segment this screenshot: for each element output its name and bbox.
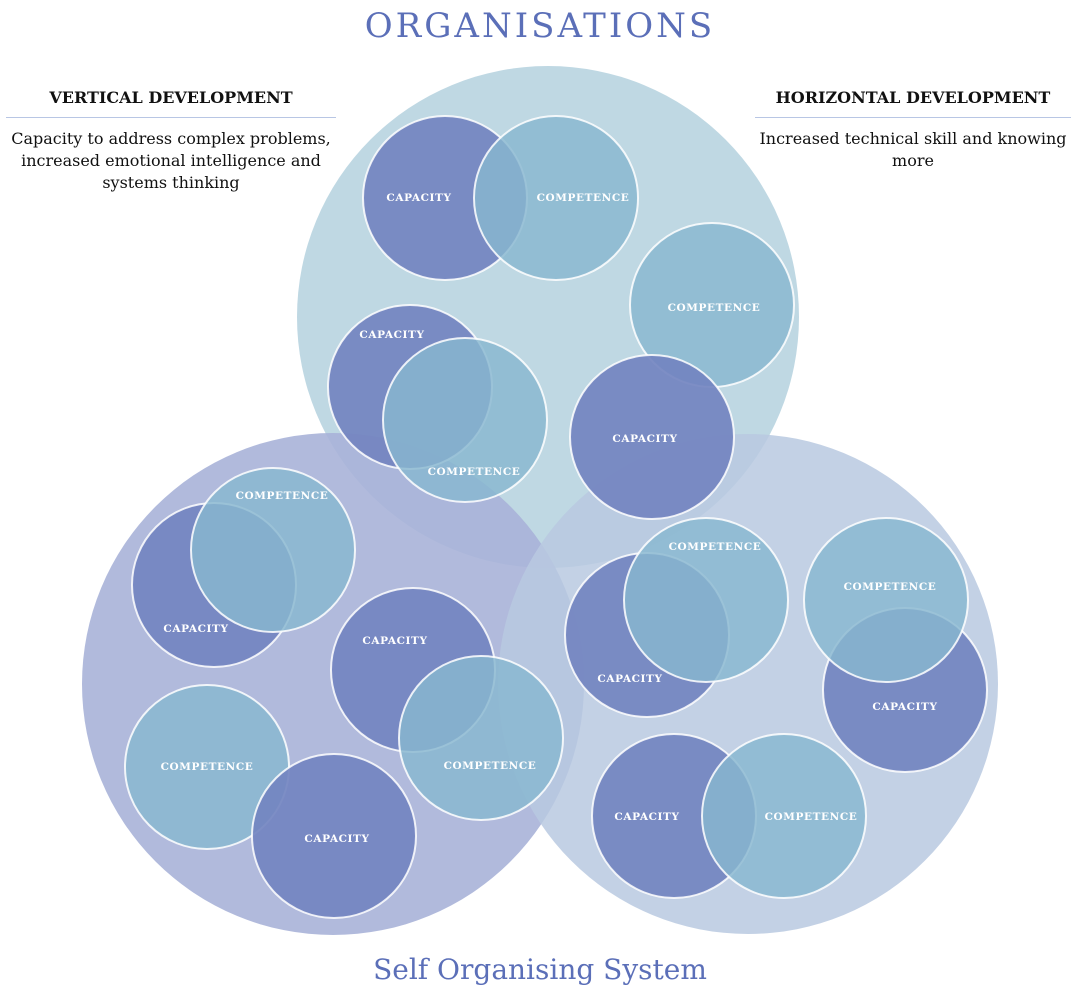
horizontal-development-text: Increased technical skill and knowing mo… [759,129,1067,170]
horizontal-development-heading: HORIZONTAL DEVELOPMENT [755,88,1071,118]
capacity-circle [251,753,417,919]
competence-circle [190,467,356,633]
competence-label: COMPETENCE [161,761,254,773]
capacity-label: CAPACITY [614,811,679,823]
capacity-label: CAPACITY [597,673,662,685]
capacity-label: CAPACITY [612,433,677,445]
competence-label: COMPETENCE [668,302,761,314]
competence-label: COMPETENCE [669,541,762,553]
competence-circle [382,337,548,503]
capacity-label: CAPACITY [386,192,451,204]
vertical-development-panel: VERTICAL DEVELOPMENT Capacity to address… [6,88,336,194]
horizontal-development-panel: HORIZONTAL DEVELOPMENT Increased technic… [755,88,1071,172]
competence-label: COMPETENCE [236,490,329,502]
competence-label: COMPETENCE [844,581,937,593]
competence-label: COMPETENCE [537,192,630,204]
capacity-label: CAPACITY [359,329,424,341]
vertical-development-text: Capacity to address complex problems, in… [11,129,331,192]
competence-label: COMPETENCE [428,466,521,478]
competence-circle [701,733,867,899]
vertical-development-heading: VERTICAL DEVELOPMENT [6,88,336,118]
title-organisations: ORGANISATIONS [364,6,716,46]
capacity-label: CAPACITY [163,623,228,635]
competence-circle [803,517,969,683]
competence-circle [473,115,639,281]
capacity-label: CAPACITY [304,833,369,845]
competence-label: COMPETENCE [444,760,537,772]
competence-label: COMPETENCE [765,811,858,823]
title-self-organising-system: Self Organising System [373,953,707,986]
competence-circle [398,655,564,821]
capacity-circle [569,354,735,520]
capacity-label: CAPACITY [872,701,937,713]
competence-circle [623,517,789,683]
capacity-label: CAPACITY [362,635,427,647]
